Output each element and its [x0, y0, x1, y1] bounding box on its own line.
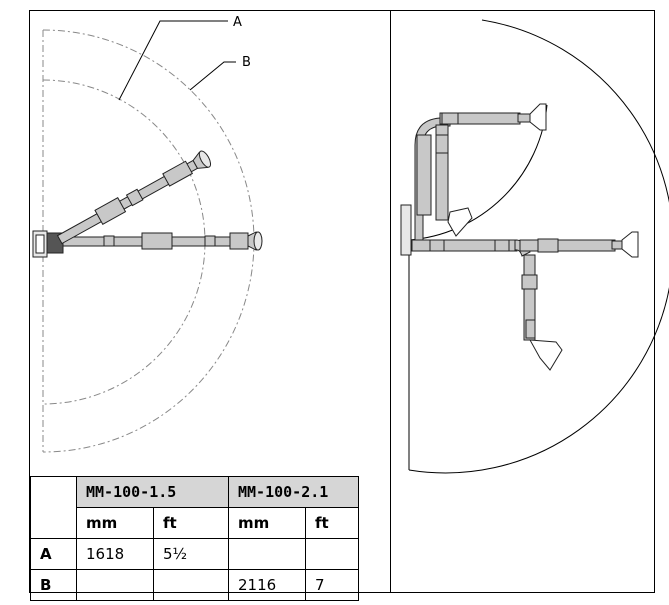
row-label: B: [30, 569, 77, 601]
label-leaders: [118, 20, 236, 101]
table-corner-cell: [30, 476, 77, 539]
table-cell: 2116: [228, 569, 306, 601]
reach-radius-outer: [408, 19, 669, 474]
table-row: A 1618 5½: [30, 538, 359, 570]
label-b: B: [242, 55, 251, 70]
table-cell: [76, 569, 154, 601]
table-cell: 1618: [76, 538, 154, 570]
table-header-row: MM-100-1.5 MM-100-2.1: [30, 476, 359, 539]
table-cell: 7: [305, 569, 359, 601]
table-cell: [228, 538, 306, 570]
label-a: A: [233, 15, 242, 30]
table-cell: [305, 538, 359, 570]
unit-header: mm: [228, 507, 306, 539]
unit-header: mm: [76, 507, 154, 539]
row-label: A: [30, 538, 77, 570]
unit-header: ft: [153, 507, 229, 539]
table-units-row: mm ft mm ft: [31, 507, 359, 539]
table-cell: [153, 569, 229, 601]
reach-radius-a: [42, 79, 206, 405]
table-cell: 5½: [153, 538, 229, 570]
reach-radius-inner: [408, 104, 548, 241]
extraction-arm-top-view: [400, 103, 639, 371]
extraction-arm-side-view: [32, 150, 263, 258]
model-header: MM-100-2.1: [228, 476, 359, 508]
unit-header: ft: [305, 507, 359, 539]
dimensions-table: MM-100-1.5 MM-100-2.1 mm ft mm ft A 1618…: [30, 476, 359, 601]
model-header: MM-100-1.5: [76, 476, 229, 508]
table-row: B 2116 7: [30, 569, 359, 601]
